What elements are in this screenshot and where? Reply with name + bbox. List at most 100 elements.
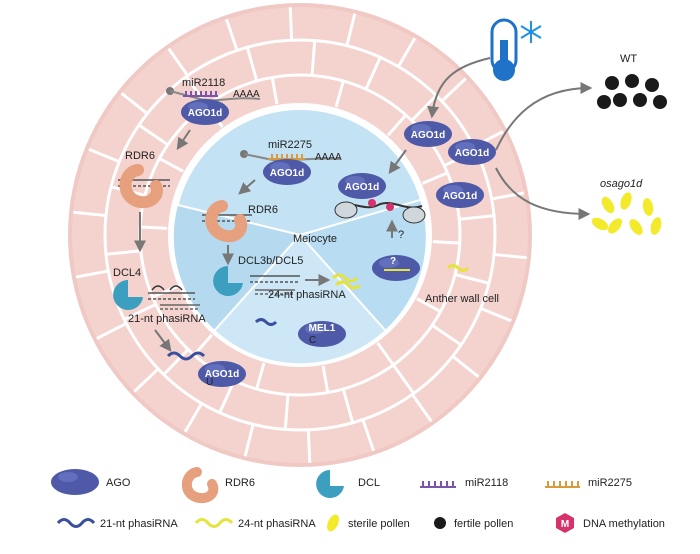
cell-wall-line [152,285,179,299]
legend-fertile: fertile pollen [454,518,513,530]
osago1d-label: osago1d [600,178,643,190]
phasi24-icon [194,518,234,528]
legend-mir2275: miR2275 [588,477,632,489]
cell-wall-line [411,394,433,423]
cell-wall-line [432,240,459,245]
mir2275-icon [545,481,580,488]
cell-wall-line [455,273,489,285]
cell-wall-line [342,389,354,423]
cell-wall-line [460,214,494,221]
legend-ago: AGO [106,477,131,489]
dcl4-label: DCL4 [113,267,141,279]
legend-methylation: DNA methylation [583,518,665,530]
cell-wall-line [270,78,279,105]
dcl3b-dcl5-inner: DCL3b/DCL5 24-nt phasiRNA [213,255,346,301]
mir2118-complex: miR2118 AAAA AGO1d [166,77,261,125]
cell-wall-line [183,403,203,433]
cell-wall-line [225,18,239,50]
cell-wall-line [481,307,512,323]
legend: AGO RDR6 DCL miR2118 miR2275 21-nt phasi… [51,467,665,533]
legend-sterile: sterile pollen [348,518,410,530]
phasi21-label: 21-nt phasiRNA [128,313,206,325]
cell-wall-line [397,37,417,67]
cell-wall-line [159,157,184,173]
cell-wall-line [255,362,266,389]
ago1d-label: AGO1d [270,168,304,179]
cell-wall-line [421,171,448,185]
fertile-pollen-icon [434,517,446,529]
cell-wall-line [218,381,236,413]
meiocyte-label: Meiocyte [293,233,337,245]
mir2275-label: miR2275 [268,139,312,151]
rdr6-inner-label: RDR6 [248,204,278,216]
dcl3b-dcl5-label: DCL3b/DCL5 [238,255,303,267]
phasi21-icon [56,518,96,528]
cell-wall-line [283,395,290,429]
methylation-icon [556,513,574,533]
legend-dcl: DCL [358,477,380,489]
dcl4-outer: DCL4 21-nt phasiRNA [113,267,206,325]
cell-wall-line [494,253,528,260]
ago-protein-icon [51,469,99,495]
cell-wall-line [364,57,382,89]
ago1d-label: AGO1d [443,191,477,202]
cell-wall-line [243,424,255,457]
cell-wall-line [334,81,345,108]
cell-wall-line [138,124,168,146]
ago1d-label: AGO1d [205,369,239,380]
question-label: ? [390,256,396,267]
sterile-pollen-cluster [591,192,662,235]
cell-wall-line [345,13,357,46]
cell-wall-line [310,41,317,75]
rdr6-outer: RDR6 [118,150,170,209]
rdr6-protein-icon [205,200,248,243]
cell-wall-line [141,225,168,230]
cell-wall-line [441,77,467,102]
cell-wall-line [321,365,330,392]
legend-phasi21: 21-nt phasiRNA [100,518,178,530]
anther-wall-label: Anther wall cell [425,293,499,305]
phasi24-label: 24-nt phasiRNA [268,289,346,301]
dcl-protein-icon [213,266,243,296]
fertile-pollen-cluster [597,74,667,109]
cell-wall-line [75,269,108,279]
mir2118-icon [420,481,456,488]
ago1d-label: AGO1d [345,182,379,193]
legend-phasi24: 24-nt phasiRNA [238,518,316,530]
cell-wall-line [432,324,462,346]
question-label: ? [398,229,404,241]
legend-rdr6: RDR6 [225,477,255,489]
cell-wall-line [392,364,415,394]
rdr6-inner: RDR6 [202,200,278,243]
cell-wall-line [386,114,407,137]
phasi24-ribbon [334,280,362,290]
ago1d-label: AGO1d [411,130,445,141]
c-label: C [309,335,316,346]
phasi24-ribbon [331,273,359,283]
rdr6-protein-icon [181,467,219,504]
cell-wall-line [193,333,214,356]
phasi21-ribbon [166,351,206,361]
cell-wall-line [124,303,156,321]
cell-wall-line [120,92,148,115]
cell-wall-line [72,210,106,217]
rdr6-outer-label: RDR6 [125,150,155,162]
cell-wall-line [96,322,127,340]
cell-wall-line [288,7,294,40]
cell-wall-line [163,349,189,375]
cell-wall-line [361,420,375,452]
cell-wall-line [306,430,312,463]
mel1-label: MEL1 [309,323,336,334]
mir2275-complex: miR2275 AAAA AGO1d [240,139,342,185]
dcl-protein-icon [316,470,344,498]
mir2118-label: miR2118 [182,77,225,89]
methyl-mark: M [561,519,569,530]
legend-mir2118: miR2118 [465,477,508,489]
wt-label: WT [620,53,637,65]
cell-wall-line [88,147,119,163]
rdr6-protein-icon [119,164,163,209]
polya-tail-label: AAAA [233,89,260,100]
cell-wall-line [411,95,437,121]
cell-wall-line [452,355,480,378]
u-label: U [206,377,213,388]
